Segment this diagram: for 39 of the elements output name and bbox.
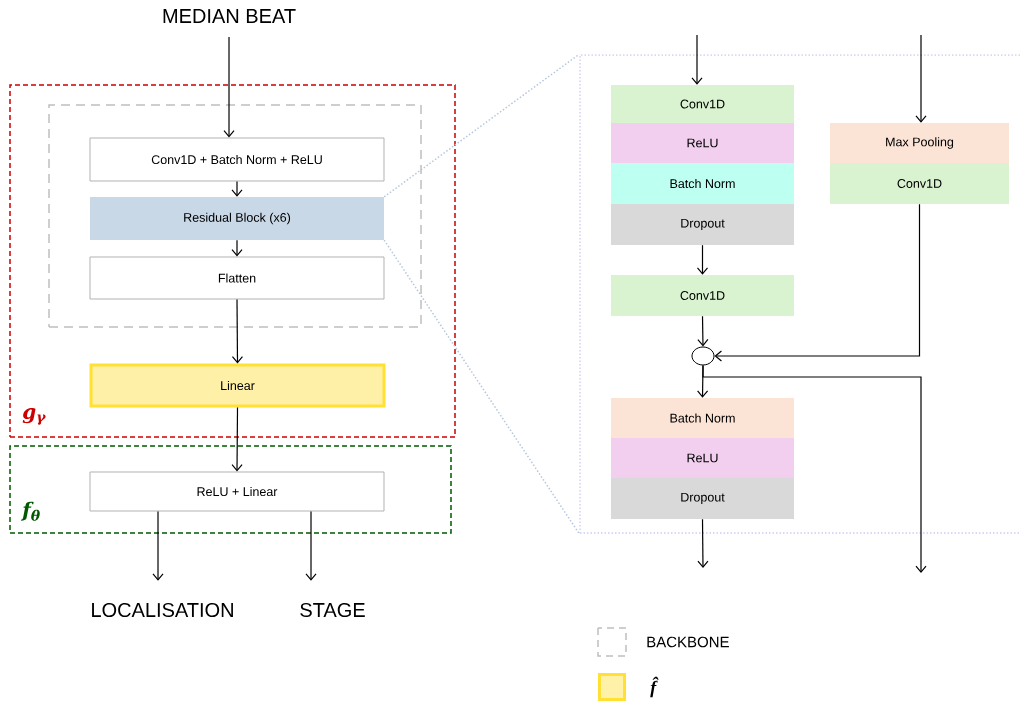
- arrow: [702, 364, 927, 573]
- zoom-panel: [579, 54, 1021, 534]
- layer-box: Conv1D: [611, 85, 794, 123]
- layer-box: ReLU + Linear: [89, 471, 385, 512]
- dashed-group-box: [48, 104, 422, 328]
- layer-box: ReLU: [611, 123, 794, 163]
- legend-label: f̂: [650, 676, 659, 698]
- arrow: [231, 406, 243, 472]
- layer-box: Dropout: [611, 204, 794, 245]
- layer-box: ReLU: [611, 438, 794, 478]
- arrow: [697, 518, 709, 568]
- layer-box: Max Pooling: [830, 123, 1009, 163]
- output-label: MEDIAN BEAT: [163, 9, 296, 23]
- output-label: STAGE: [300, 602, 365, 618]
- arrow: [714, 203, 921, 362]
- layer-box: Residual Block (x6): [90, 197, 384, 240]
- layer-box: Flatten: [89, 256, 385, 300]
- arrow: [697, 315, 709, 347]
- arrow: [696, 244, 709, 275]
- zoom-line: [383, 53, 580, 198]
- sum-circle: [691, 346, 715, 366]
- layer-box: Conv1D: [830, 163, 1009, 204]
- arrow: [231, 239, 243, 257]
- layer-box: Conv1D: [611, 275, 794, 316]
- arrow: [231, 180, 243, 197]
- layer-box: Batch Norm: [611, 398, 794, 438]
- arrow: [223, 36, 235, 138]
- arrow: [915, 34, 927, 123]
- arrow: [152, 510, 164, 581]
- layer-box: Dropout: [611, 478, 794, 519]
- output-label: LOCALISATION: [92, 602, 233, 618]
- legend-label: BACKBONE: [647, 636, 729, 648]
- arrow: [231, 298, 244, 364]
- arrow: [305, 510, 317, 581]
- layer-box: Conv1D + Batch Norm + ReLU: [89, 137, 385, 182]
- layer-box: Batch Norm: [611, 163, 794, 204]
- layer-box: Linear: [89, 363, 386, 408]
- arrow: [691, 34, 703, 85]
- zoom-line: [383, 239, 580, 535]
